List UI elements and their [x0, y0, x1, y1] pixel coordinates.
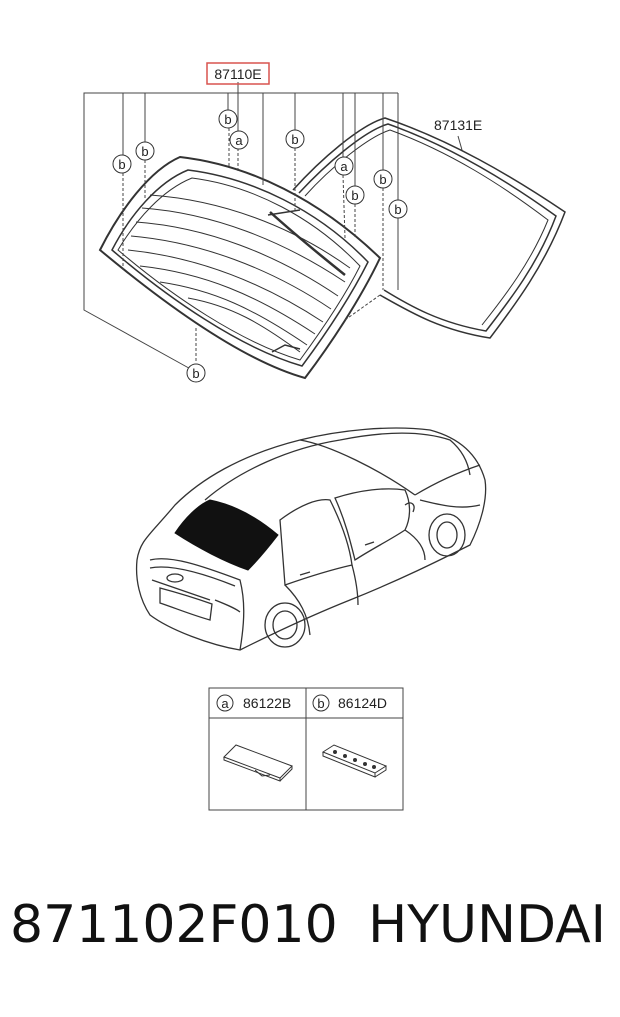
callout-b-2: b — [135, 141, 155, 161]
svg-text:b: b — [351, 188, 358, 203]
legend-key-b: b — [317, 696, 324, 711]
legend-key-a: a — [221, 696, 229, 711]
svg-text:b: b — [118, 157, 125, 172]
svg-text:a: a — [340, 159, 348, 174]
callout-b-6: b — [373, 169, 393, 189]
svg-text:b: b — [379, 172, 386, 187]
callout-b-3: b — [218, 109, 238, 129]
part-a-illustration — [223, 744, 293, 782]
parts-diagram: 87110E 87131E — [83, 62, 566, 811]
svg-text:b: b — [394, 202, 401, 217]
svg-text:b: b — [141, 144, 148, 159]
callout-markers: b b b a b a b b — [112, 109, 408, 383]
molding-strip — [292, 117, 566, 339]
callout-b-8: b — [186, 363, 206, 383]
svg-text:b: b — [192, 366, 199, 381]
svg-text:b: b — [224, 112, 231, 127]
rear-glass — [98, 155, 382, 380]
rear-window-highlight — [174, 499, 279, 571]
callout-leaders — [122, 93, 399, 362]
footer: 871102F010 HYUNDAI — [0, 895, 620, 985]
secondary-part-label: 87131E — [434, 117, 482, 133]
legend-part-b: 86124D — [338, 695, 387, 711]
legend-part-a: 86122B — [243, 695, 291, 711]
callout-b-7: b — [388, 199, 408, 219]
main-part-highlight — [206, 62, 270, 85]
brand-name: HYUNDAI — [368, 895, 606, 955]
callout-b-5: b — [345, 185, 365, 205]
callout-b-1: b — [112, 154, 132, 174]
exploded-frame — [83, 82, 399, 373]
legend-item-a: a 86122B — [216, 694, 291, 712]
part-number: 871102F010 — [10, 895, 338, 955]
legend-item-b: b 86124D — [312, 694, 387, 712]
svg-text:b: b — [291, 132, 298, 147]
callout-a-2: a — [334, 156, 354, 176]
svg-text:a: a — [235, 133, 243, 148]
callout-b-4: b — [285, 129, 305, 149]
car-illustration — [135, 427, 487, 651]
callout-a-1: a — [229, 130, 249, 150]
part-b-illustration — [321, 744, 388, 778]
secondary-leader — [457, 135, 463, 151]
legend-table: a 86122B b 86124D — [208, 687, 404, 811]
main-part-label: 87110E — [214, 66, 261, 82]
